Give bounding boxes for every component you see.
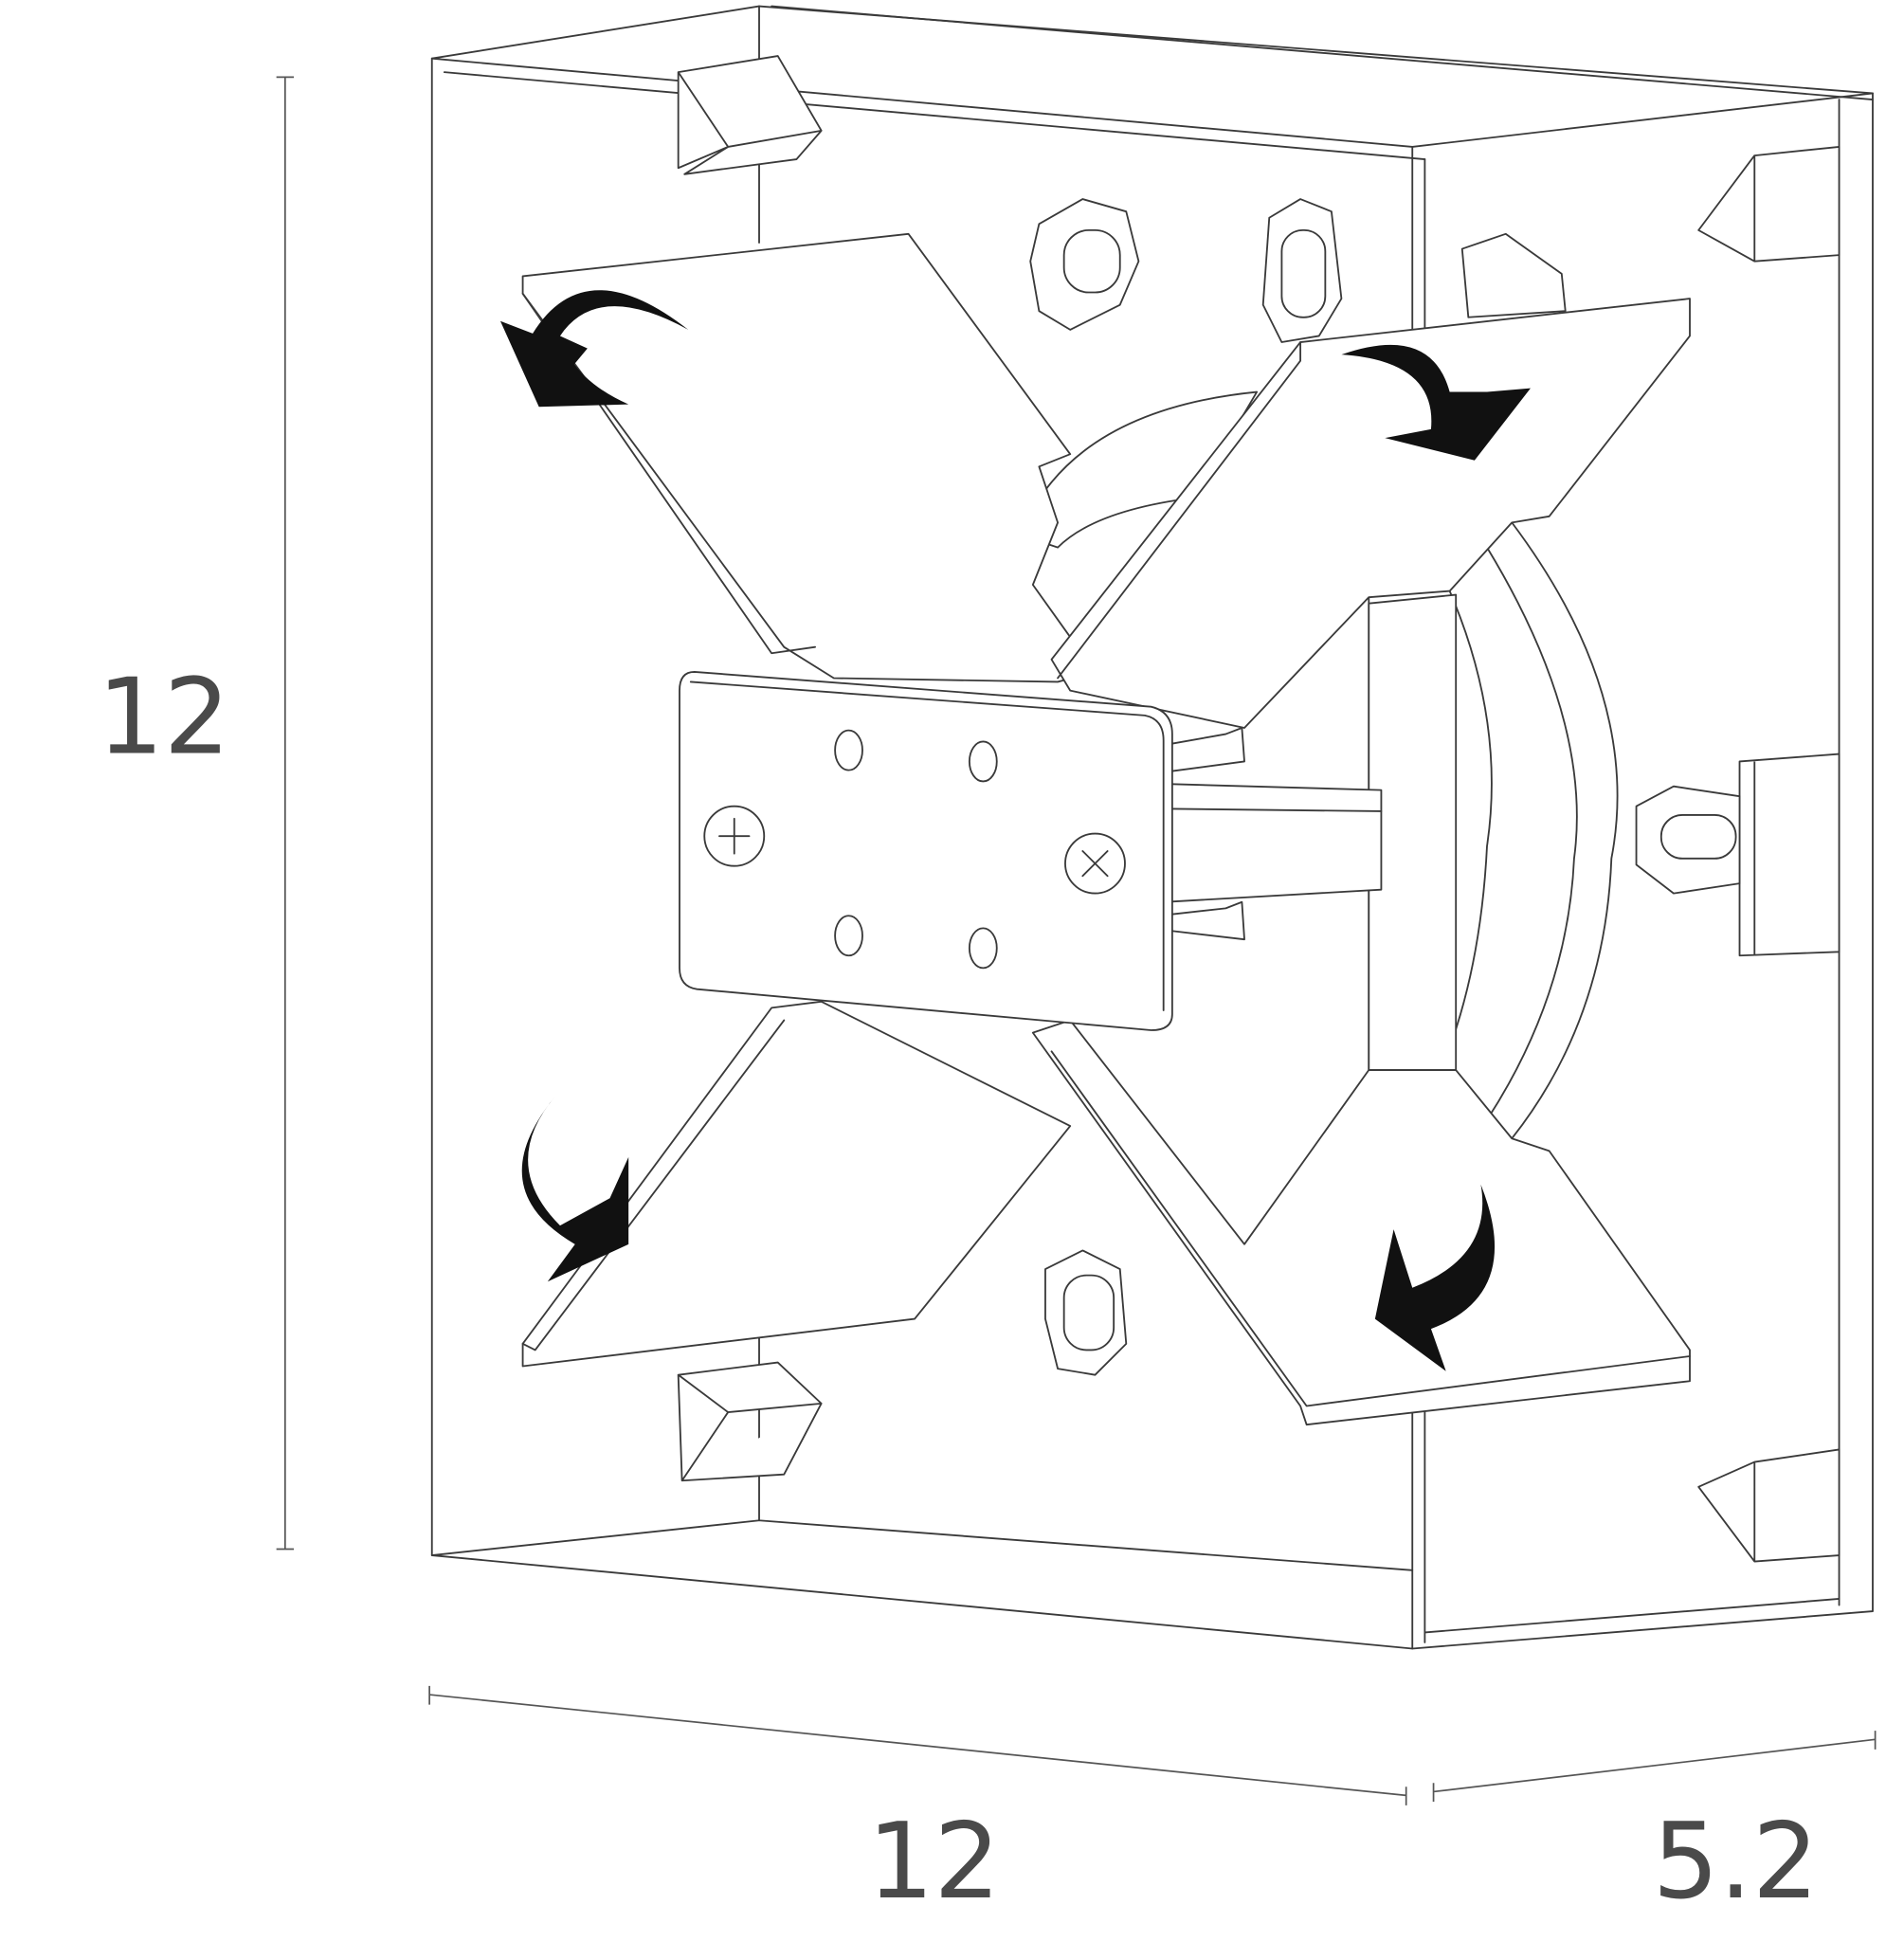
bracket-arm — [1162, 727, 1383, 941]
rotation-arrows — [499, 290, 1531, 1371]
dimension-lines — [276, 76, 1877, 1805]
rotating-disc — [1019, 390, 1619, 1140]
arrow-top-left-icon — [499, 290, 689, 408]
width-label: 12 — [867, 1802, 1000, 1923]
arrow-bottom-right-icon — [1374, 1184, 1496, 1371]
corner-clips — [677, 55, 1841, 1563]
arrow-top-right-icon — [1341, 344, 1531, 461]
bracket-plate — [679, 671, 1173, 1031]
width-dimension-line — [428, 1685, 1407, 1805]
arrow-bottom-left-icon — [521, 1095, 629, 1282]
height-label: 12 — [98, 657, 230, 778]
mounting-holes — [1029, 198, 1741, 1376]
depth-dimension-line — [1432, 1731, 1877, 1802]
x-plate — [521, 232, 1691, 1426]
depth-label: 5.2 — [1653, 1802, 1819, 1923]
height-dimension-line — [276, 76, 295, 1551]
